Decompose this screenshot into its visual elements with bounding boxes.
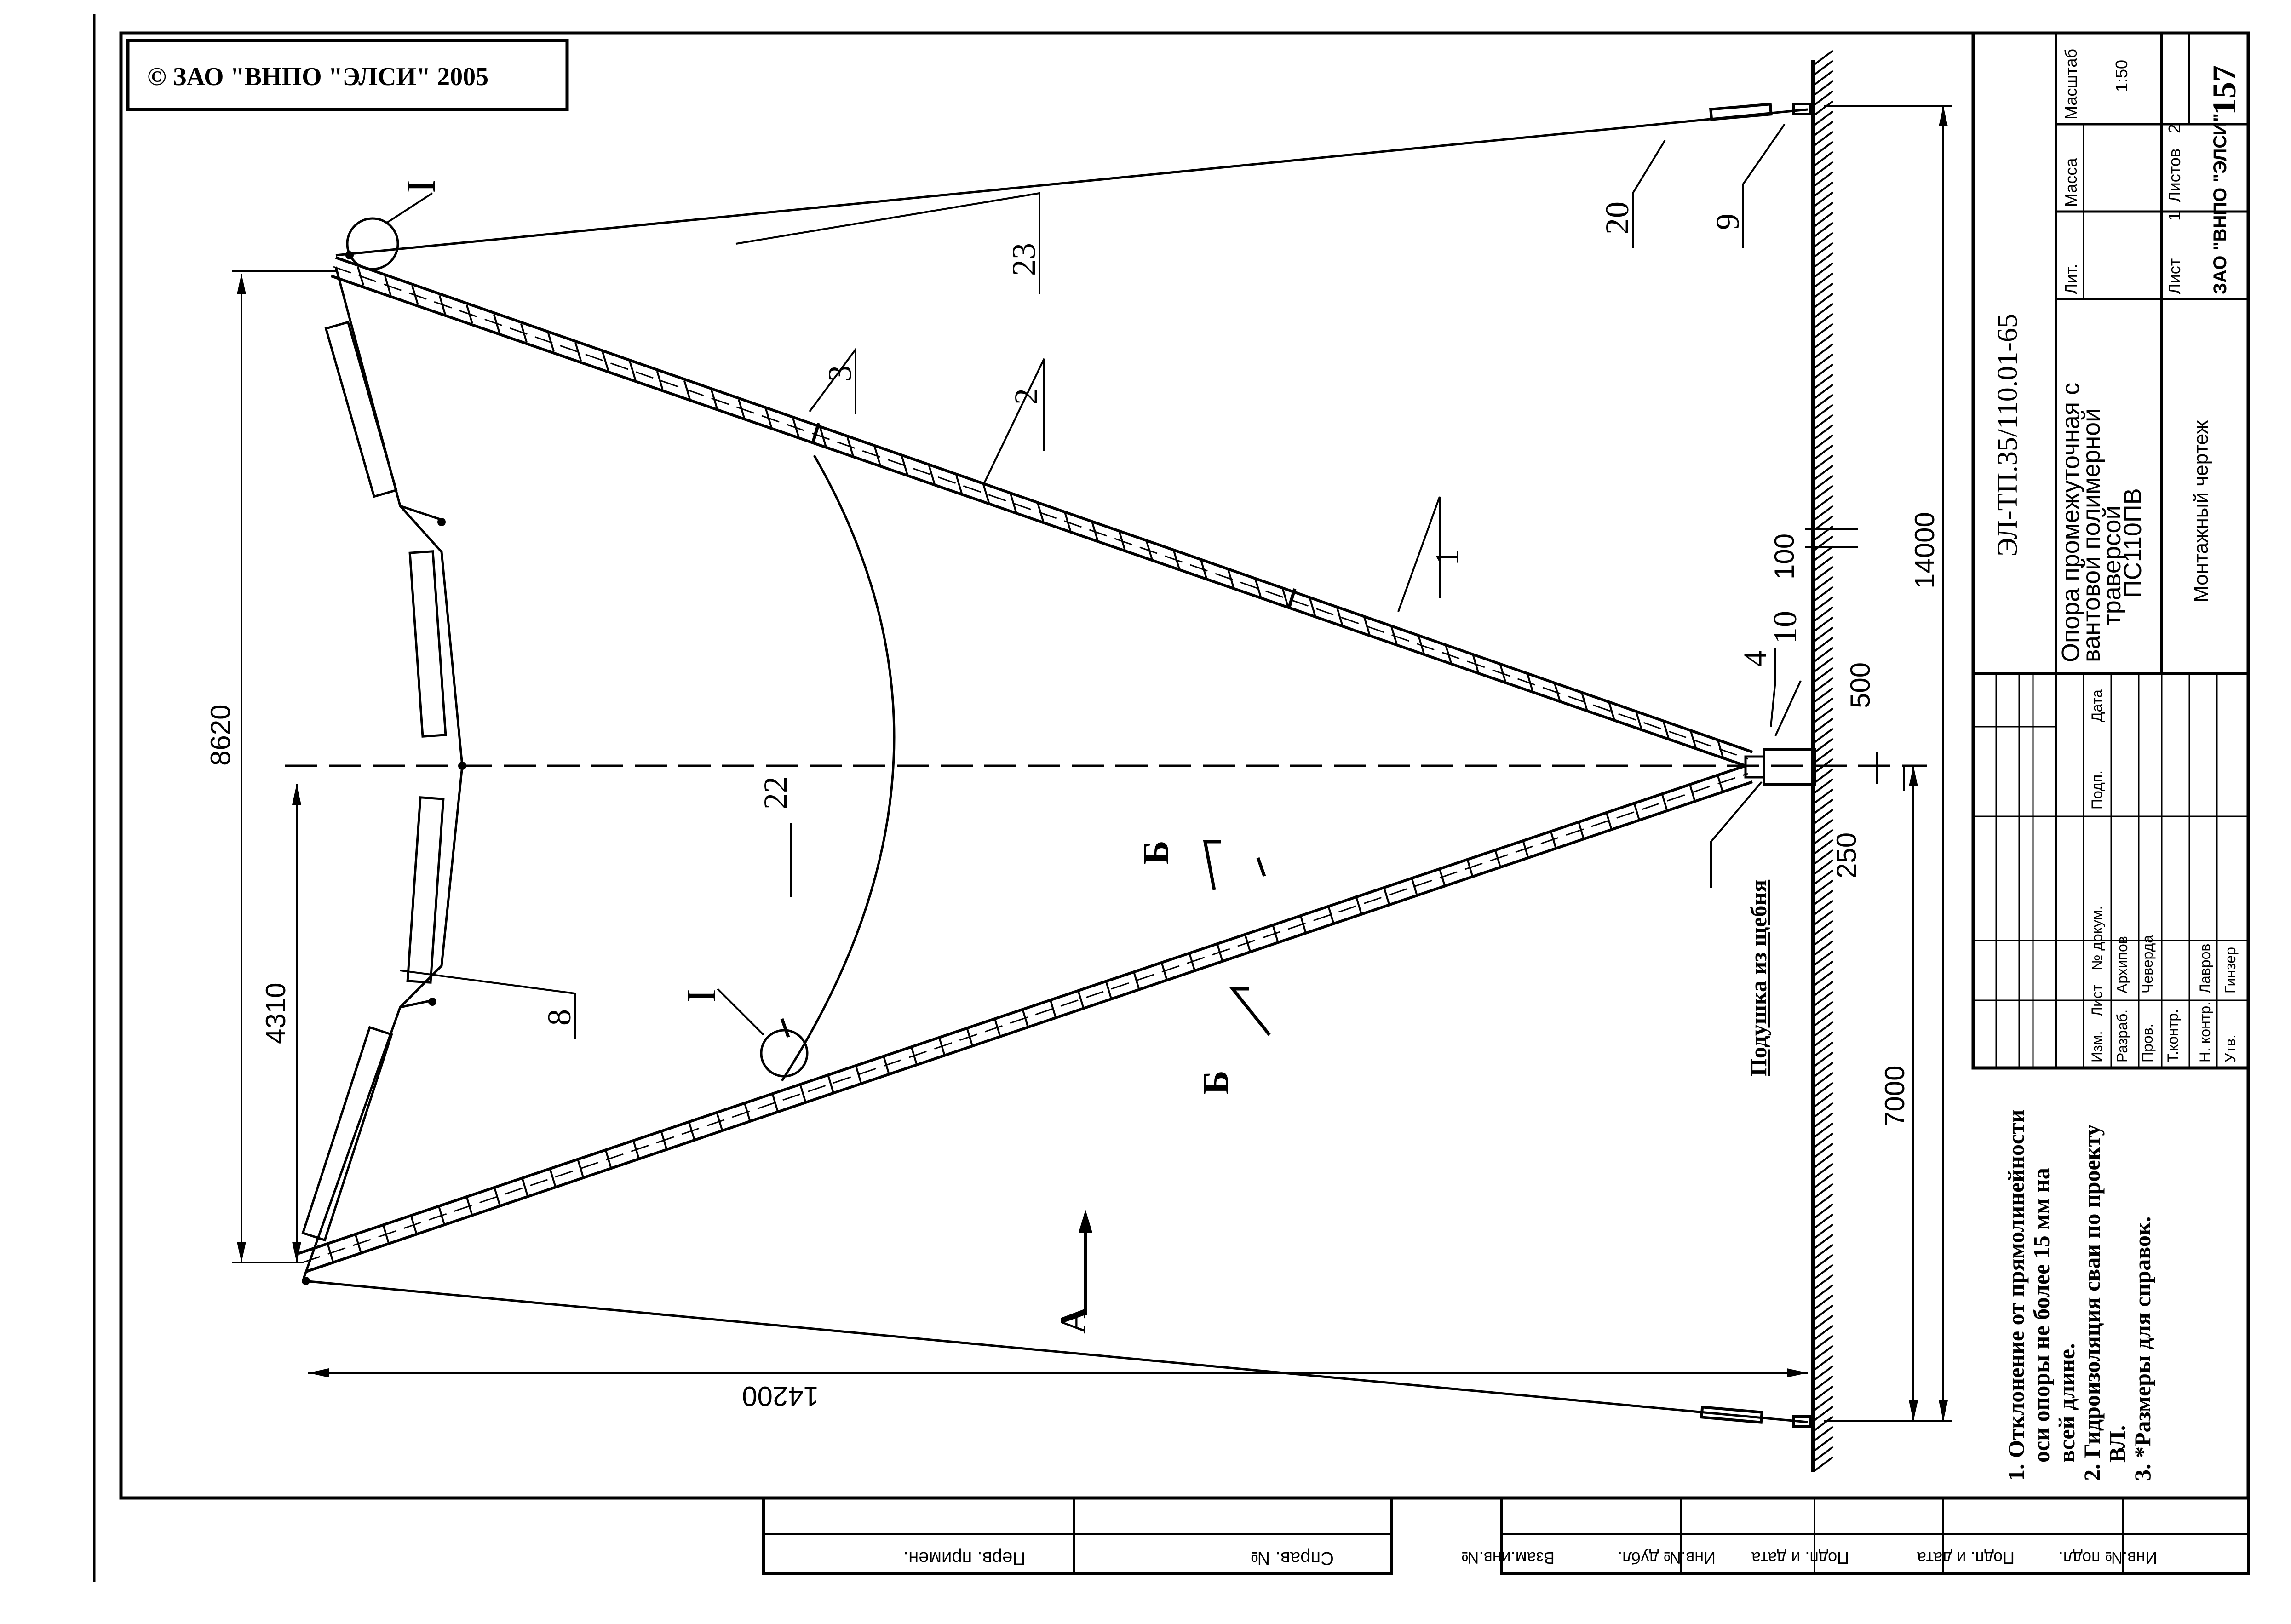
title-line-2: вантовой полимерной bbox=[2078, 408, 2105, 662]
row-role: Н. контр. bbox=[2197, 1002, 2213, 1062]
title-lines: Опора промежуточная с вантовой полимерно… bbox=[2057, 383, 2147, 662]
dimension-arrows bbox=[237, 106, 1948, 1421]
callout-2: 2 bbox=[1008, 388, 1045, 405]
notes: 1. Отклонение от прямолинейности оси опо… bbox=[2003, 1110, 2155, 1481]
title-line-4: ПС110ПВ bbox=[2119, 488, 2147, 598]
sheets-label: Листов bbox=[2165, 149, 2184, 202]
col-date: Дата bbox=[2089, 689, 2105, 722]
stamp-podp-data: Подп. и дата bbox=[1751, 1549, 1849, 1567]
callout-3: 3 bbox=[821, 365, 858, 382]
callout-1: 1 bbox=[1429, 549, 1465, 566]
scale-label: Масштаб bbox=[2061, 49, 2080, 120]
leg-rungs bbox=[327, 267, 1724, 1263]
note-line: ВЛ. bbox=[2104, 1425, 2130, 1463]
copyright-text: © ЗАО "ВНПО "ЭЛСИ" 2005 bbox=[147, 63, 488, 91]
dimension-lines bbox=[232, 105, 1952, 1422]
stamp-sprav: Справ. № bbox=[1251, 1548, 1334, 1568]
callout-9: 9 bbox=[1709, 213, 1746, 230]
row-name: Чеверда bbox=[2139, 935, 2156, 993]
stamp-perv-primen: Перв. примен. bbox=[903, 1548, 1026, 1568]
dim-14200: 14200 bbox=[742, 1381, 819, 1412]
callout-4: 4 bbox=[1737, 650, 1774, 667]
title-line-3: траверсой bbox=[2098, 505, 2126, 625]
sheet-value: 1 bbox=[2165, 212, 2184, 221]
detail-i-lower: I bbox=[679, 989, 724, 1003]
section-b-top: Б bbox=[1136, 840, 1177, 865]
organization: ЗАО "ВНПО "ЭЛСИ" bbox=[2210, 113, 2230, 294]
row-role: Утв. bbox=[2222, 1034, 2239, 1062]
dimension-texts: 8620 4310 14200 14000 7000 100 500 250 bbox=[205, 512, 1940, 1412]
section-markers: Б Б А bbox=[1053, 840, 1271, 1334]
dim-8620: 8620 bbox=[205, 705, 236, 766]
scale-value: 1:50 bbox=[2112, 60, 2131, 92]
leg-joints bbox=[780, 422, 1297, 1038]
ground-label: Подушка из щебня bbox=[1746, 880, 1771, 1076]
ground-line bbox=[1811, 50, 1834, 1472]
stamp-inv-podl: Инв.№ подл. bbox=[2059, 1549, 2157, 1567]
note-line: всей длине. bbox=[2054, 1343, 2079, 1463]
callout-leaders bbox=[400, 123, 1802, 1039]
insulator-dots bbox=[302, 251, 466, 1285]
sheet-label: Лист bbox=[2165, 258, 2184, 294]
dim-250: 250 bbox=[1831, 832, 1862, 878]
stamp-inv-dubl: Инв.№ дубл. bbox=[1618, 1549, 1716, 1567]
callout-22: 22 bbox=[757, 776, 794, 809]
drawing-type: Монтажный чертеж bbox=[2190, 420, 2212, 603]
lit-label: Лит. bbox=[2061, 264, 2080, 294]
note-line: 2. Гидроизоляция сваи по проекту bbox=[2079, 1125, 2105, 1481]
insulator-chain bbox=[301, 266, 464, 1279]
callout-8: 8 bbox=[541, 1009, 578, 1026]
title-line-1: Опора промежуточная с bbox=[2057, 383, 2084, 662]
dim-4310: 4310 bbox=[260, 983, 291, 1044]
view-a: А bbox=[1053, 1307, 1094, 1334]
stamp-podp-data-2: Подп. и дата bbox=[1917, 1549, 2015, 1567]
sheet-number: 157 bbox=[2206, 65, 2243, 115]
section-b-bottom: Б bbox=[1196, 1070, 1236, 1095]
stamp-vzam: Взам.инв.№ bbox=[1461, 1549, 1555, 1567]
note-line: оси опоры не более 15 мм на bbox=[2028, 1168, 2054, 1463]
dim-7000: 7000 bbox=[1879, 1066, 1910, 1127]
dim-100: 100 bbox=[1769, 534, 1800, 580]
callout-20: 20 bbox=[1599, 201, 1636, 235]
row-role: Пров. bbox=[2139, 1024, 2156, 1062]
note-line: 1. Отклонение от прямолинейности bbox=[2003, 1110, 2029, 1481]
detail-i-upper: I bbox=[398, 179, 444, 193]
col-izm: Изм. bbox=[2089, 1031, 2105, 1062]
title-block: ЭЛ-ТП.35/110.01-65 Опора промежуточная с… bbox=[1971, 31, 2250, 1070]
mass-label: Масса bbox=[2061, 158, 2080, 207]
row-name: Лавров bbox=[2197, 944, 2213, 993]
dim-14000: 14000 bbox=[1909, 512, 1940, 589]
col-list: Лист bbox=[2089, 984, 2105, 1016]
callout-numbers: 1 2 3 4 8 9 10 20 22 23 bbox=[541, 201, 1803, 1026]
col-doc: № докум. bbox=[2089, 906, 2105, 970]
copyright-box: © ЗАО "ВНПО "ЭЛСИ" 2005 bbox=[126, 39, 569, 111]
detail-markers: I I bbox=[346, 179, 809, 1078]
sheets-value: 2 bbox=[2165, 124, 2184, 133]
title-block-rows: Изм. Лист № докум. Подп. Дата Разраб. Ар… bbox=[2089, 689, 2239, 1062]
doc-code: ЭЛ-ТП.35/110.01-65 bbox=[1992, 314, 2023, 557]
row-role: Т.контр. bbox=[2165, 1009, 2181, 1062]
callout-23: 23 bbox=[1005, 243, 1042, 276]
foundation bbox=[1744, 748, 1816, 786]
col-sign: Подп. bbox=[2089, 770, 2105, 809]
guy-wires bbox=[303, 108, 1808, 1423]
turnbuckles bbox=[1700, 103, 1811, 1428]
dim-500: 500 bbox=[1845, 662, 1876, 708]
note-line: 3. *Размеры для справок. bbox=[2130, 1217, 2155, 1481]
row-name: Гинзер bbox=[2222, 947, 2239, 993]
row-name: Архипов bbox=[2114, 936, 2130, 993]
title-block-labels: Лит. Масса Масштаб 1:50 Лист 1 Листов 2 bbox=[2061, 49, 2184, 294]
callout-10: 10 bbox=[1767, 611, 1803, 644]
margin-stamps: Перв. примен. Справ. № Взам.инв.№ Инв.№ … bbox=[762, 1497, 2250, 1575]
row-role: Разраб. bbox=[2114, 1010, 2130, 1062]
